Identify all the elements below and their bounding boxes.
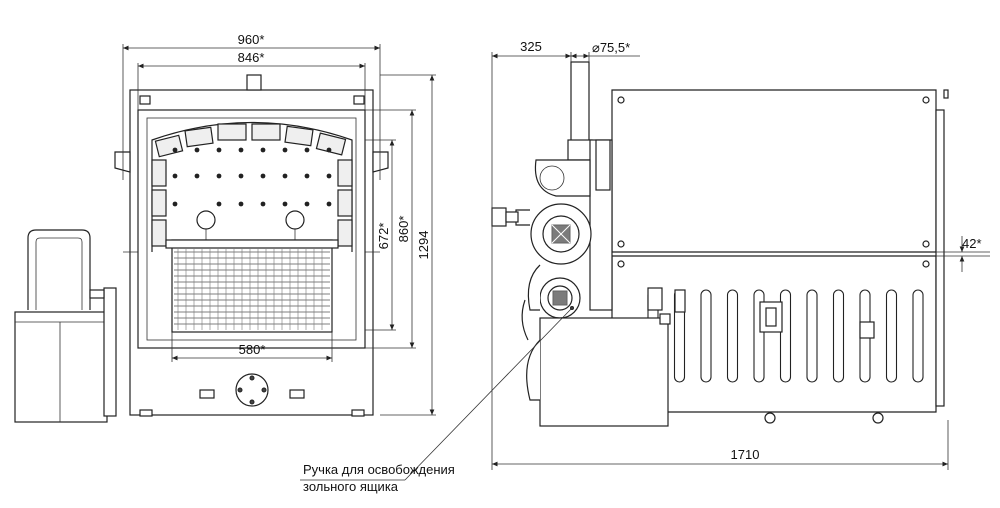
tube-dot <box>172 201 178 207</box>
dim-height-total: 1294 <box>380 74 436 416</box>
wheel <box>872 412 884 424</box>
dim-grate-width: 580* <box>171 332 333 362</box>
dim-front-width-inner: 846* <box>137 50 366 110</box>
dim-side-small: 42* <box>936 236 990 272</box>
side-view: 325 ⌀75,5* 42* 1710 Ручка для ос <box>300 39 990 494</box>
vent-slot <box>779 289 792 383</box>
fan-middle <box>491 203 592 265</box>
dim-label-580: 580* <box>239 342 266 357</box>
vent-slot <box>832 289 845 383</box>
tube-dot <box>282 201 288 207</box>
dim-label-325: 325 <box>520 39 542 54</box>
gauge-right <box>285 210 305 230</box>
tube-dot <box>216 173 222 179</box>
dim-side-offset: 325 <box>491 39 572 470</box>
tube-dot <box>172 147 178 153</box>
dim-label-42: 42* <box>962 236 982 251</box>
tube-dot <box>282 173 288 179</box>
fan-upper <box>534 159 591 197</box>
callout-ash-handle: Ручка для освобождения зольного ящика <box>300 306 574 494</box>
dim-label-960: 960* <box>238 32 265 47</box>
tube-dot <box>194 147 200 153</box>
tube-dot <box>238 173 244 179</box>
tube-dot <box>216 147 222 153</box>
ash-box <box>539 317 669 427</box>
gauge-left <box>196 210 216 230</box>
tube-dot <box>238 147 244 153</box>
tube-dot <box>238 201 244 207</box>
front-view: 960* 846* 580* 672* 860* <box>14 32 436 423</box>
ash-port <box>235 373 269 407</box>
tube-dot <box>304 173 310 179</box>
dim-label-1710: 1710 <box>731 447 760 462</box>
dim-label-672: 672* <box>376 223 391 250</box>
tube-dot <box>172 173 178 179</box>
tube-dots <box>172 147 332 207</box>
chimney-stub <box>246 74 262 91</box>
vent-slot <box>912 289 924 383</box>
control-cabinet <box>14 229 117 423</box>
vent-slot <box>885 289 898 383</box>
tube-dot <box>304 147 310 153</box>
dim-side-length: 1710 <box>492 420 949 470</box>
vent-slot <box>726 289 739 383</box>
tube-dot <box>260 201 266 207</box>
dim-label-860: 860* <box>396 216 411 243</box>
tube-dot <box>326 201 332 207</box>
dim-pipe-diameter: ⌀75,5* <box>571 40 640 62</box>
tube-dot <box>260 147 266 153</box>
dim-height-door: 672* <box>365 139 396 331</box>
vent-slots <box>647 289 924 383</box>
callout-line-2: зольного ящика <box>303 479 399 494</box>
grate <box>171 239 333 333</box>
dim-height-inner: 860* <box>365 109 416 349</box>
callout-line-1: Ручка для освобождения <box>303 462 455 477</box>
vent-slot <box>806 289 818 383</box>
tube-dot <box>282 147 288 153</box>
dim-front-width-total: 960* <box>122 32 381 180</box>
control-box <box>14 311 108 423</box>
dim-label-846: 846* <box>238 50 265 65</box>
flue-pipe <box>570 61 590 143</box>
tube-dot <box>216 201 222 207</box>
wheel <box>764 412 776 424</box>
tube-dot <box>194 173 200 179</box>
tube-dot <box>304 201 310 207</box>
grate-bars <box>174 248 330 330</box>
side-upper-panel <box>611 89 937 253</box>
tube-dot <box>260 173 266 179</box>
tube-dot <box>326 173 332 179</box>
dim-label-1294: 1294 <box>416 231 431 260</box>
vent-slot <box>700 289 712 383</box>
dim-label-diameter: ⌀75,5* <box>592 40 630 55</box>
tube-dot <box>326 147 332 153</box>
